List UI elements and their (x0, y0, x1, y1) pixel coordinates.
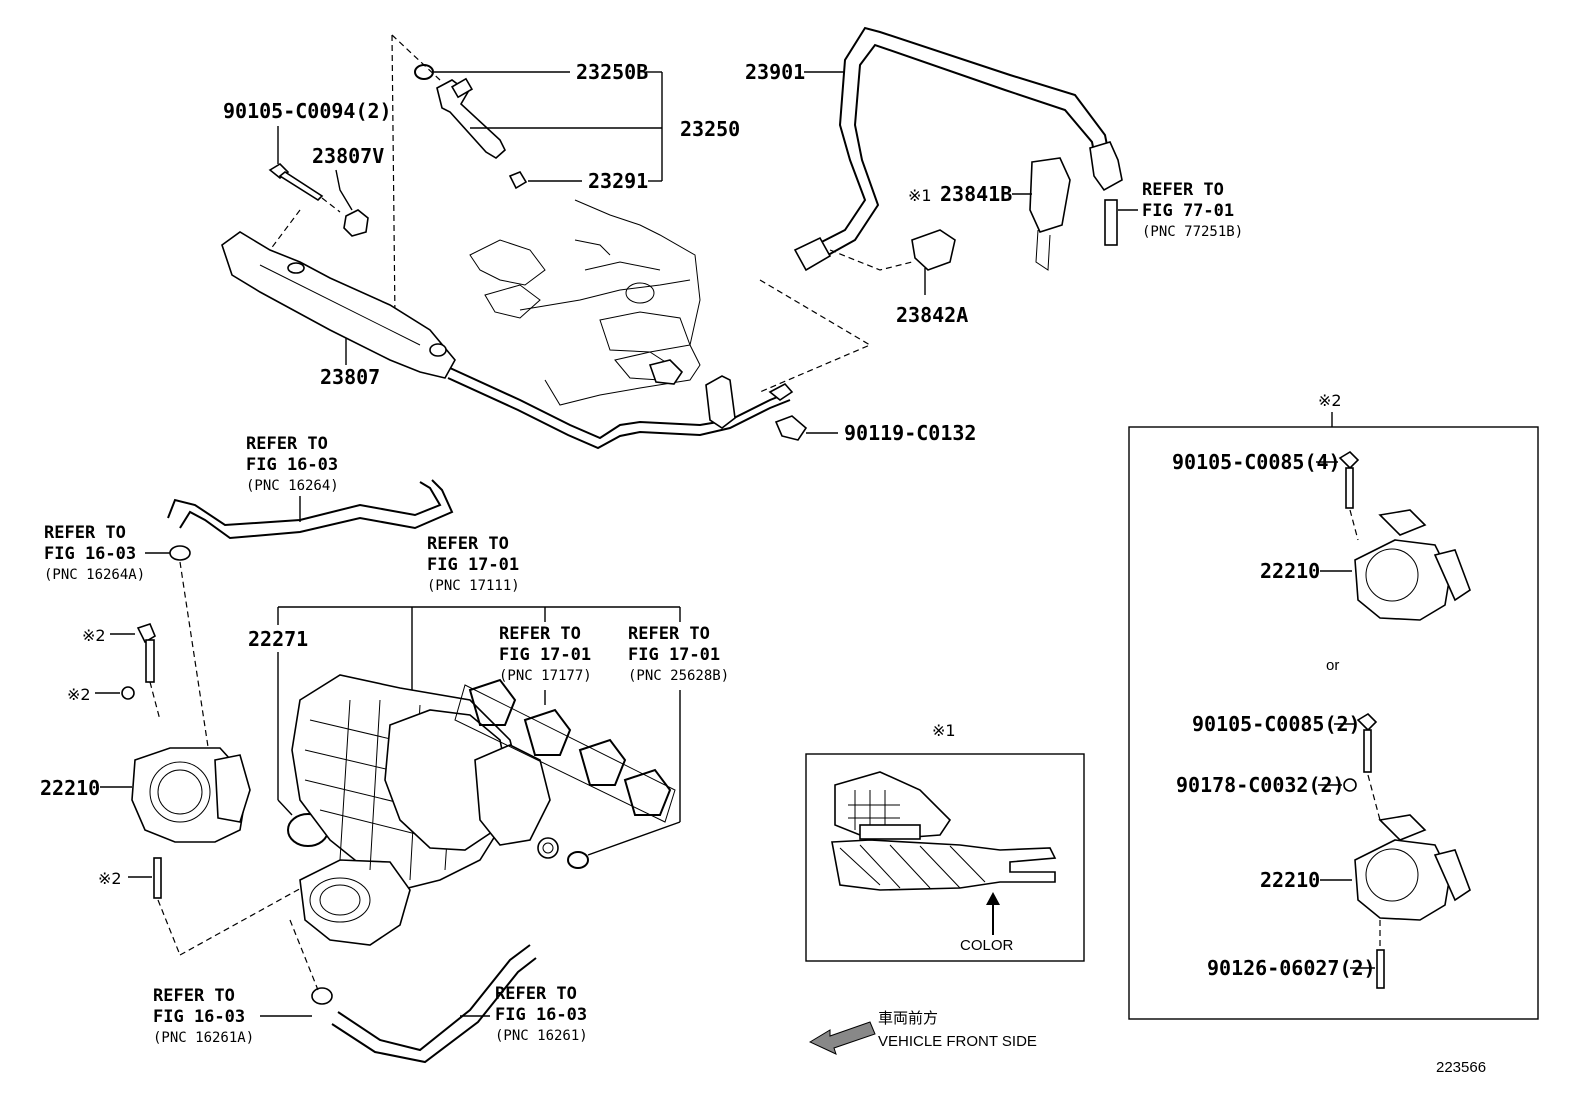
refer-16264-line2: FIG 16-03 (246, 455, 338, 475)
part-label-90105-C0085-2: 90105-C0085(2) (1192, 712, 1361, 736)
hose-16264-group: REFER TO FIG 16-03 (PNC 16264) REFER TO … (44, 434, 454, 761)
part-label-23250B: 23250B (576, 60, 648, 84)
refer-25628B-line2: FIG 17-01 (628, 645, 720, 665)
inset-mark-1: ※1 (932, 721, 956, 740)
part-label-90119-C0132: 90119-C0132 (844, 421, 976, 445)
mark-2c: ※2 (98, 869, 122, 888)
inset-throttle-alternatives: ※2 90105-C0085(4) 22210 or 90105-C0085(2… (1128, 391, 1539, 1020)
front-direction-indicator: 車両前方 VEHICLE FRONT SIDE (808, 1010, 1037, 1055)
fuel-injector-group: 23250B 23250 23291 (391, 34, 740, 321)
part-label-22210-main: 22210 (40, 776, 100, 800)
o-ring-icon (414, 64, 434, 80)
refer-16264A-pnc: (PNC 16264A) (44, 567, 145, 583)
part-label-90126-06027: 90126-06027(2) (1207, 956, 1376, 980)
refer-25628B-pnc: (PNC 25628B) (628, 668, 729, 684)
colored-connector-icon (831, 839, 1057, 891)
fuel-hose-group: 23901 ※1 23841B 23842A REFER TO FIG 77-0… (745, 26, 1243, 327)
refer-17111-pnc: (PNC 17111) (427, 578, 520, 594)
refer-16261A-line2: FIG 16-03 (153, 1007, 245, 1027)
refer-16264A-line2: FIG 16-03 (44, 544, 136, 564)
refer-16264-pnc: (PNC 16264) (246, 478, 339, 494)
refer-77-line2: FIG 77-01 (1142, 201, 1234, 221)
fuel-injector-icon (436, 79, 506, 159)
refer-17177-line1: REFER TO (499, 624, 581, 644)
mark-2b: ※2 (67, 685, 91, 704)
part-label-90105-C0085-4: 90105-C0085(4) (1172, 450, 1341, 474)
part-label-90105-C0094: 90105-C0094(2) (223, 99, 392, 123)
throttle-body-icon (1354, 839, 1451, 921)
bolt-icon (774, 415, 808, 441)
front-arrow-icon (808, 1021, 876, 1055)
part-label-23807V: 23807V (312, 144, 384, 168)
delivery-pipe-icon (221, 231, 456, 379)
part-label-23250: 23250 (680, 117, 740, 141)
refer-16264-line1: REFER TO (246, 434, 328, 454)
figure-number: 223566 (1436, 1059, 1486, 1076)
refer-16261A-pnc: (PNC 16261A) (153, 1030, 254, 1046)
hose-16261-group: REFER TO FIG 16-03 (PNC 16261A) REFER TO… (153, 919, 588, 1064)
refer-16261-line2: FIG 16-03 (495, 1005, 587, 1025)
part-label-22210-alt2: 22210 (1260, 868, 1320, 892)
refer-16261-line1: REFER TO (495, 984, 577, 1004)
refer-16261-pnc: (PNC 16261) (495, 1028, 588, 1044)
or-label: or (1326, 657, 1339, 674)
inset-connector-color: ※1 COLOR (805, 721, 1085, 962)
mark-1: ※1 (908, 186, 932, 205)
part-label-23291: 23291 (588, 169, 648, 193)
part-label-90178-C0032: 90178-C0032(2) (1176, 773, 1345, 797)
refer-17111-line2: FIG 17-01 (427, 555, 519, 575)
refer-16264A-line1: REFER TO (44, 523, 126, 543)
intake-manifold-group: REFER TO FIG 17-01 (PNC 17111) 22271 REF… (248, 534, 729, 946)
insulator-icon (508, 171, 528, 190)
refer-17177-pnc: (PNC 17177) (499, 668, 592, 684)
fuel-delivery-pipe-group: 90105-C0094(2) 23807V 23807 90119-C0132 (221, 99, 976, 450)
refer-17177-line2: FIG 17-01 (499, 645, 591, 665)
part-label-22271: 22271 (248, 627, 308, 651)
throttle-body-icon (1354, 539, 1451, 621)
part-label-22210-alt1: 22210 (1260, 559, 1320, 583)
connector-icon (1029, 157, 1071, 233)
refer-25628B-line1: REFER TO (628, 624, 710, 644)
o-ring-icon (567, 851, 589, 869)
part-label-23842A: 23842A (896, 303, 968, 327)
refer-17111-line1: REFER TO (427, 534, 509, 554)
clamp-icon (169, 545, 191, 561)
refer-77-pnc: (PNC 77251B) (1142, 224, 1243, 240)
clamp-icon (311, 987, 333, 1005)
front-label-en: VEHICLE FRONT SIDE (878, 1033, 1037, 1050)
refer-77-line1: REFER TO (1142, 180, 1224, 200)
mark-2: ※2 (82, 626, 106, 645)
front-label-jp: 車両前方 (878, 1010, 938, 1027)
part-label-23841B: 23841B (940, 182, 1012, 206)
inset-mark-2: ※2 (1318, 391, 1342, 410)
part-label-23807: 23807 (320, 365, 380, 389)
spacer-icon (343, 209, 369, 237)
color-label: COLOR (960, 937, 1014, 954)
engine-block-sketch (469, 199, 701, 406)
clamp-icon (911, 229, 956, 271)
refer-16261A-line1: REFER TO (153, 986, 235, 1006)
part-label-23901: 23901 (745, 60, 805, 84)
manifold-gasket (454, 678, 676, 823)
